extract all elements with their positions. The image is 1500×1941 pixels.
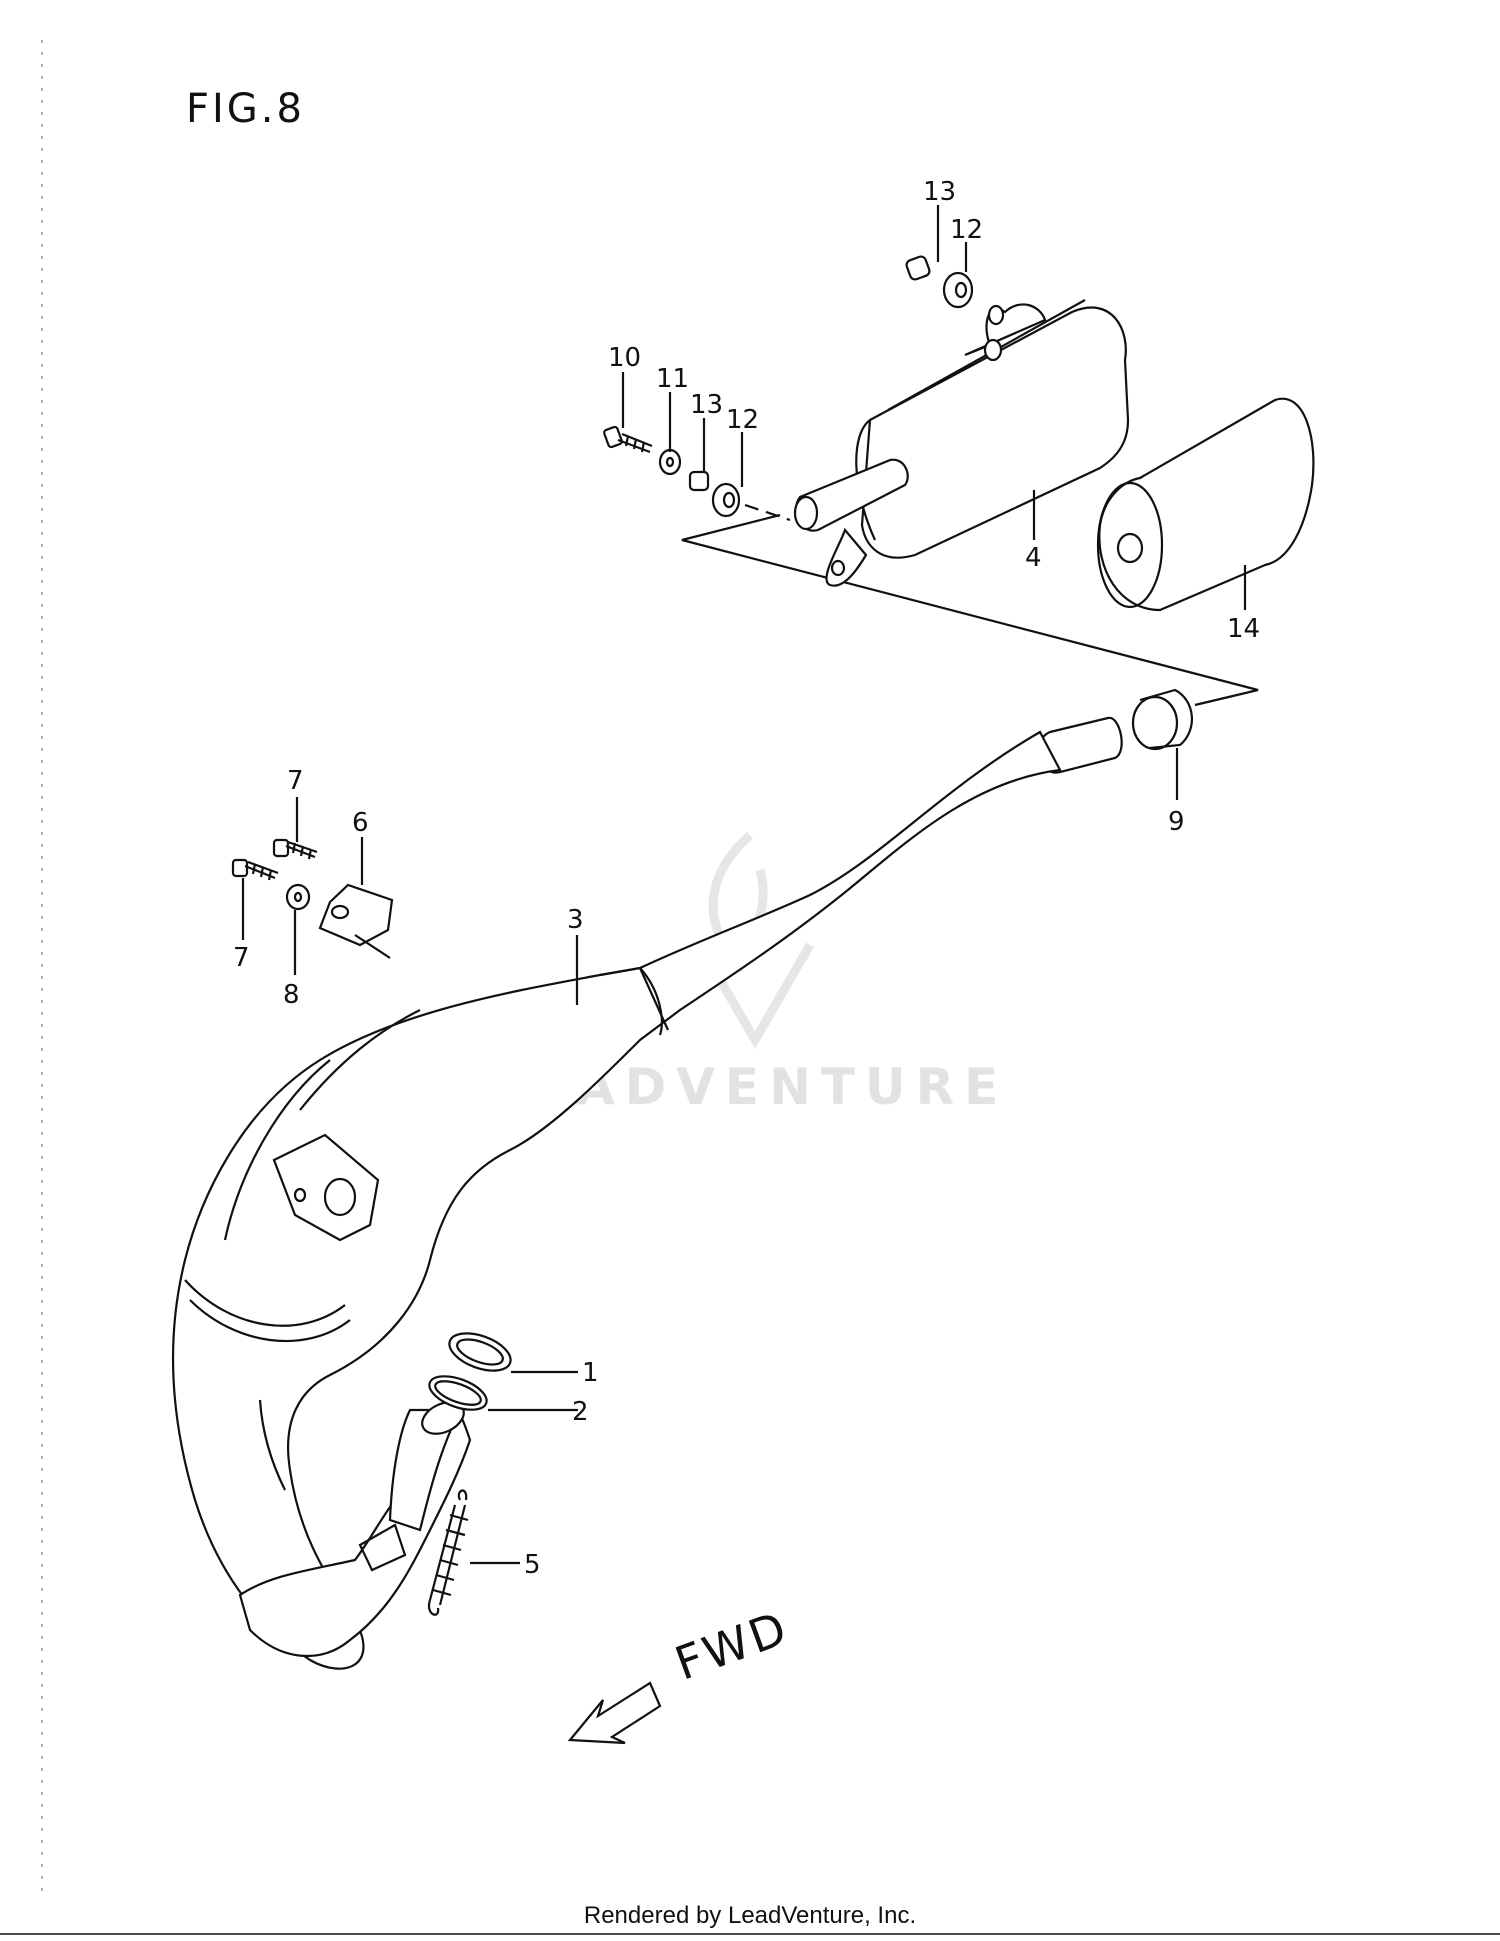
callout-13-left: 13 [690,390,723,420]
exhaust-spring [427,1489,469,1616]
joint-seal [1131,688,1194,751]
callout-leaders [241,205,1247,1565]
callout-4: 4 [1025,543,1042,573]
callout-13-top: 13 [923,177,956,207]
callout-8: 8 [283,980,300,1010]
muffler-body [793,299,1130,587]
footer-credit: Rendered by LeadVenture, Inc. [583,1902,917,1929]
chamber-mount-hardware [231,838,394,959]
callout-12-left: 12 [726,405,759,435]
callout-12-top: 12 [950,215,983,245]
callout-6: 6 [352,808,369,838]
callout-10: 10 [608,343,641,373]
gaskets [428,1332,512,1411]
callout-5: 5 [524,1550,541,1580]
callout-11: 11 [656,364,689,394]
muffler-leader-lines [681,503,1259,707]
callout-14: 14 [1227,614,1260,644]
callout-3: 3 [567,905,584,935]
callout-7-bottom: 7 [233,943,250,973]
forward-arrow-icon [567,1681,662,1745]
callout-9: 9 [1168,807,1185,837]
callout-7-top: 7 [287,766,304,796]
callout-1: 1 [582,1358,599,1388]
silencer-packing [1096,397,1315,612]
callout-2: 2 [572,1397,589,1427]
muffler-fasteners [603,255,974,518]
exhaust-chamber [172,716,1123,1670]
figure-title: FIG.8 [186,86,305,132]
